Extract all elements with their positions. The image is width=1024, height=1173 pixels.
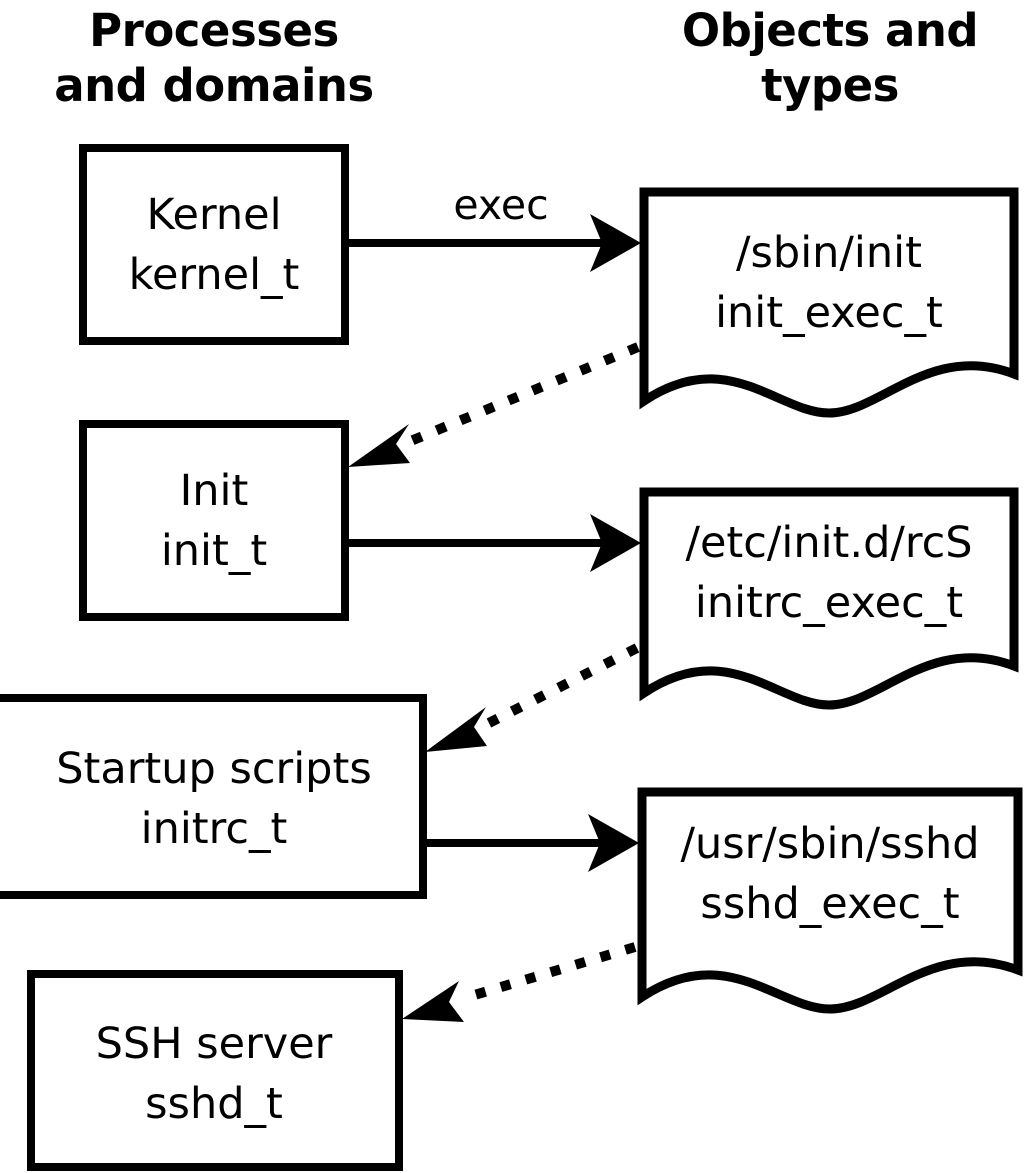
node-sshd-exec-line2: sshd_exec_t [700,879,959,929]
edge-init-to-initrc-exec-arrowhead [590,514,641,572]
node-kernel[interactable]: Kernel kernel_t [79,144,349,345]
node-sshd-line2: sshd_t [145,1079,283,1129]
column-header-processes-line1: Processes [89,4,339,57]
node-init[interactable]: Init init_t [79,420,349,621]
node-kernel-line2: kernel_t [129,250,300,300]
node-initrc-line2: initrc_t [141,804,288,854]
column-header-objects: Objects and types [682,4,979,112]
node-init-exec[interactable]: /sbin/init init_exec_t [639,187,1019,418]
edge-sshd-exec-to-sshd-arrowhead [402,981,464,1022]
node-kernel-line1: Kernel [146,190,281,240]
edge-sshd-exec-to-sshd [402,942,637,1022]
node-initrc-exec-line1: /etc/init.d/rcS [685,518,972,568]
edge-initrc-exec-to-initrc-arrowhead [425,707,487,752]
edge-kernel-to-init-exec: exec [348,181,641,272]
node-initrc-exec-document-shape[interactable] [639,487,1019,710]
edge-init-exec-to-init-arrowhead [348,424,410,467]
column-header-objects-line2: types [761,59,899,112]
edge-initrc-exec-to-initrc-line [480,643,640,731]
node-kernel-box[interactable] [79,144,349,345]
edge-kernel-to-init-exec-arrowhead [590,214,641,272]
node-init-line1: Init [180,466,249,516]
node-initrc[interactable]: Startup scripts initrc_t [0,694,427,899]
node-sshd-exec-document-shape[interactable] [637,787,1023,1014]
column-header-objects-line1: Objects and [682,4,978,57]
node-sshd[interactable]: SSH server sshd_t [27,970,403,1171]
node-sshd-line1: SSH server [96,1019,333,1069]
edge-initrc-exec-to-initrc [425,643,640,752]
edge-sshd-exec-to-sshd-line [459,942,637,1004]
node-initrc-box[interactable] [0,694,427,899]
node-init-box[interactable] [79,420,349,621]
node-sshd-exec-line1: /usr/sbin/sshd [680,819,979,869]
node-init-line2: init_t [161,526,267,576]
edge-initrc-to-sshd-exec-arrowhead [588,814,639,872]
node-sshd-exec[interactable]: /usr/sbin/sshd sshd_exec_t [637,787,1023,1014]
edge-init-to-initrc-exec [348,514,641,572]
node-init-exec-line1: /sbin/init [736,228,922,278]
edge-initrc-to-sshd-exec [426,814,639,872]
edge-label-exec: exec [453,181,548,229]
column-header-processes: Processes and domains [54,4,374,112]
node-sshd-box[interactable] [27,970,403,1171]
column-header-processes-line2: and domains [54,59,373,112]
edge-init-exec-to-init [348,342,640,467]
node-init-exec-document-shape[interactable] [639,187,1019,418]
node-init-exec-line2: init_exec_t [715,288,943,338]
edge-init-exec-to-init-line [404,342,640,448]
node-initrc-exec[interactable]: /etc/init.d/rcS initrc_exec_t [639,487,1019,710]
node-initrc-line1: Startup scripts [56,744,372,794]
node-initrc-exec-line2: initrc_exec_t [695,578,963,628]
